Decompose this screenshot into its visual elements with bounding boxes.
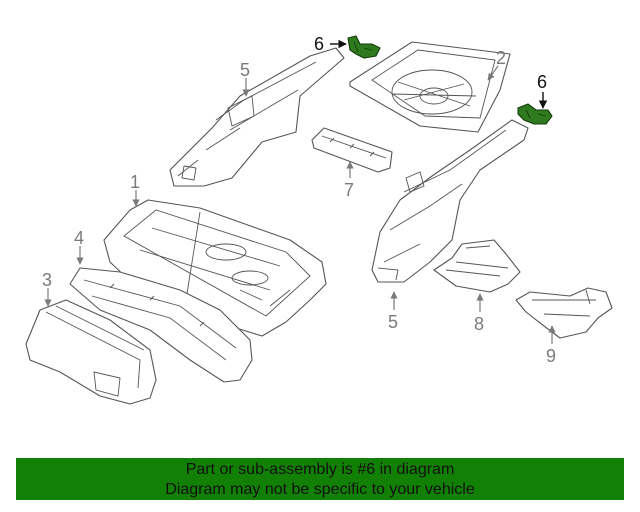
- callout-6-right: 6: [537, 72, 547, 92]
- part-6-bracket-right: [517, 103, 553, 125]
- part-9-bracket: [515, 287, 613, 339]
- callout-4: 4: [74, 228, 84, 248]
- arrow-2: [487, 65, 499, 81]
- callout-3: 3: [42, 270, 52, 290]
- callout-7: 7: [344, 180, 354, 200]
- callout-5-upper: 5: [240, 60, 250, 80]
- callout-2: 2: [496, 48, 506, 68]
- info-banner: Part or sub-assembly is #6 in diagram Di…: [16, 458, 624, 500]
- banner-line-1: Part or sub-assembly is #6 in diagram: [185, 461, 455, 478]
- part-6-bracket-upper: [347, 35, 381, 59]
- part-8-bracket: [433, 239, 521, 293]
- callout-8: 8: [474, 314, 484, 334]
- banner-line-2: Diagram may not be specific to your vehi…: [165, 481, 475, 498]
- callout-1: 1: [130, 172, 140, 192]
- part-2-rear-floor-pan: [349, 41, 511, 133]
- callout-6-upper: 6: [314, 34, 324, 54]
- part-5-rear-rail-lower: [371, 119, 529, 283]
- part-4-side-rail: [69, 267, 253, 383]
- part-3-front-rail: [25, 299, 157, 405]
- callout-5-lower: 5: [388, 312, 398, 332]
- part-5-rear-rail-upper: [169, 47, 345, 187]
- part-7-crossmember: [311, 127, 393, 173]
- callout-9: 9: [546, 346, 556, 366]
